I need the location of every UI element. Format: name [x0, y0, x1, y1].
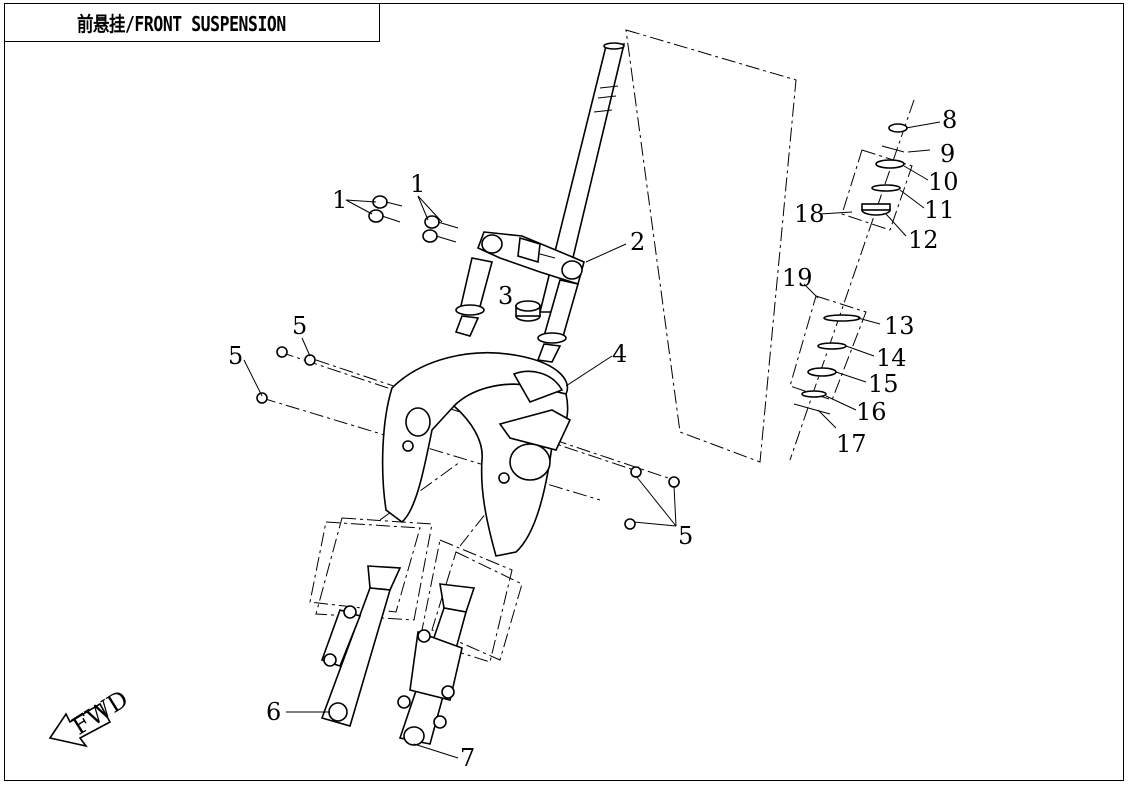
fork-leg-right-item-7	[397, 583, 476, 746]
fwd-arrow-icon: FWD	[48, 685, 133, 748]
callout-11: 11	[924, 196, 955, 224]
callout-9: 9	[940, 140, 955, 168]
callout-15: 15	[868, 370, 899, 398]
callout-1a: 1	[332, 186, 347, 214]
leader-lines	[243, 121, 941, 759]
title-block: 前悬挂/FRONT SUSPENSION	[4, 3, 380, 42]
callout-7: 7	[460, 744, 475, 772]
callout-labels: 1 1 2 3 4 5 5 5 6 7 8 9 10 11 12 13 14 1…	[228, 106, 959, 772]
callout-4: 4	[612, 340, 627, 368]
fwd-label: FWD	[67, 685, 133, 741]
callout-5a: 5	[228, 342, 243, 370]
callout-17: 17	[836, 430, 867, 458]
bolts-item-1	[368, 195, 459, 243]
diagram-title: 前悬挂/FRONT SUSPENSION	[77, 12, 286, 36]
callout-12: 12	[908, 226, 939, 254]
callout-8: 8	[942, 106, 957, 134]
callout-2: 2	[630, 228, 645, 256]
fork-tubes-upper	[454, 257, 580, 363]
bearing-item-3	[515, 300, 541, 322]
front-fender-item-4	[381, 352, 572, 557]
callout-5b: 5	[292, 312, 307, 340]
callout-14: 14	[876, 344, 907, 372]
callout-5c: 5	[678, 522, 693, 550]
triple-clamp-item-2	[476, 231, 585, 286]
callout-1b: 1	[410, 170, 425, 198]
callout-6: 6	[266, 698, 281, 726]
steering-bearing-stack	[793, 123, 908, 415]
callout-3: 3	[498, 282, 513, 310]
callout-18: 18	[794, 200, 825, 228]
callout-16: 16	[856, 398, 887, 426]
callout-19: 19	[782, 264, 813, 292]
screws-item-5	[256, 346, 680, 530]
fork-leg-left-item-6	[320, 565, 402, 727]
callout-10: 10	[928, 168, 959, 196]
callout-13: 13	[884, 312, 915, 340]
